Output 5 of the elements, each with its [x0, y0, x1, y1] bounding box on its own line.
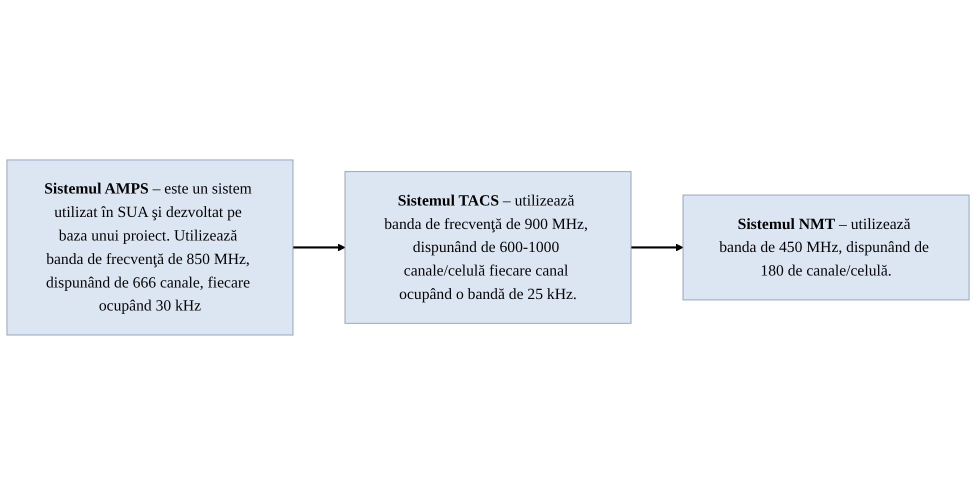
node-box: Sistemul NMT – utilizează banda de 450 MHz, dispunând de 180 de canale/celulă. — [682, 194, 970, 300]
node-box: Sistemul TACS – utilizează banda de frecvenţă de 900 MHz, dispunând de 600-1000 canale/celulă fiecare canal ocupând o bandă de 25 kHz. — [344, 171, 632, 324]
arrow — [292, 244, 346, 252]
arrow — [631, 244, 684, 252]
node-box: Sistemul AMPS – este un sistem utilizat în SUA şi dezvoltat pe baza unui proiect. Utilizează banda de frecvenţă de 850 MHz, dispunând de 666 canale, fiecare ocupând 30 kHz — [6, 160, 294, 336]
